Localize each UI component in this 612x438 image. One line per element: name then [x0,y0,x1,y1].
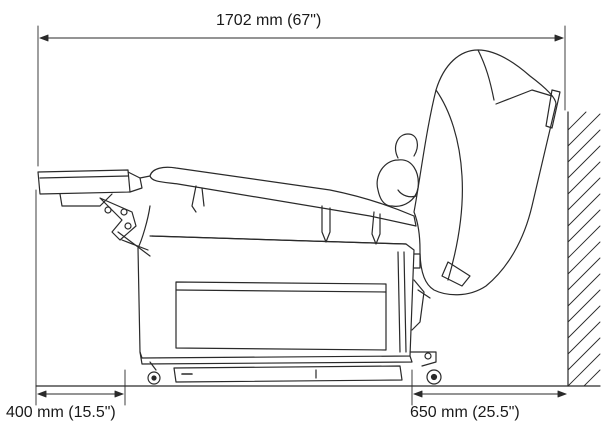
top-dimension [37,25,566,167]
arm-rest [139,166,417,227]
rear-caster [409,351,442,385]
footrest-linkage [99,197,151,257]
front-clearance-dimension [35,189,126,406]
base-plate [173,365,403,383]
chair-base [137,205,421,365]
front-caster [147,361,161,385]
rear-clearance-label: 650 mm (25.5") [410,404,520,421]
overall-length-label: 1702 mm (67") [216,12,322,29]
lift-mechanism [411,279,431,331]
backrest [413,49,557,296]
wall-hatching [567,111,601,387]
seat-back-cushion [376,133,419,207]
footrest [37,169,143,207]
rear-clearance-dimension [411,369,567,406]
wall [567,111,601,387]
backrest-handle [545,89,561,129]
front-clearance-label: 400 mm (15.5") [6,404,116,421]
